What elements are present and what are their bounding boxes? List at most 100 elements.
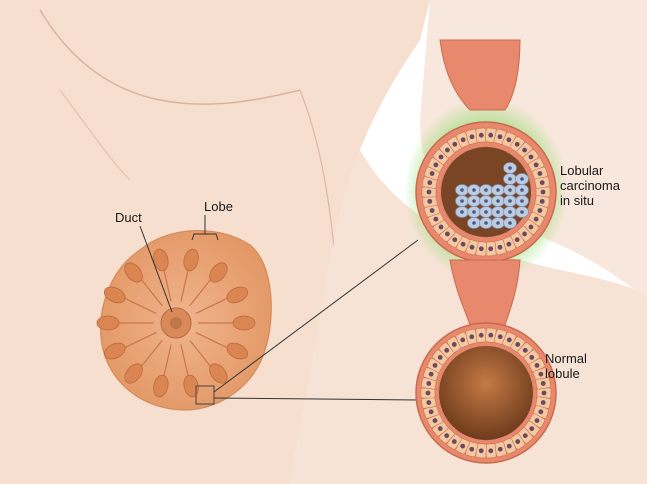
cell-nucleus	[529, 354, 535, 360]
lobes-group	[96, 248, 256, 398]
duct-branch	[139, 277, 163, 307]
cell-nucleus	[514, 141, 520, 147]
label-lcis-line2: carcinoma	[560, 178, 620, 193]
cell-nucleus	[488, 246, 494, 252]
tumor-nucleus	[460, 210, 464, 214]
cell-nucleus	[533, 162, 539, 168]
cell-nucleus	[506, 337, 512, 343]
cell-nucleus	[540, 400, 546, 405]
tumor-nucleus	[460, 188, 464, 192]
tumor-nucleus	[508, 188, 512, 192]
tumor-nucleus	[496, 199, 500, 203]
cell-nucleus	[497, 334, 503, 340]
cell-nucleus	[444, 347, 450, 353]
cell-nucleus	[437, 426, 443, 432]
duct-branch	[162, 266, 172, 302]
tumor-nucleus	[484, 221, 488, 225]
label-lobe: Lobe	[204, 199, 233, 214]
normal-cell-ring	[420, 327, 552, 459]
cell-nucleus	[540, 189, 546, 195]
cell-nucleus	[533, 216, 539, 222]
zoom-leader-bottom	[213, 397, 419, 401]
cell-nucleus	[522, 433, 528, 439]
duct-leader	[139, 225, 173, 313]
tumor-nucleus	[472, 199, 476, 203]
cell-nucleus	[522, 231, 528, 237]
cell-nucleus	[452, 141, 458, 147]
tumor-nucleus	[484, 210, 488, 214]
tumor-nucleus	[496, 221, 500, 225]
duct-branch	[195, 332, 229, 349]
cell-nucleus	[429, 171, 435, 176]
duct-branch	[123, 332, 157, 349]
cell-nucleus	[433, 162, 439, 168]
cell-nucleus	[460, 337, 466, 343]
cell-nucleus	[432, 418, 438, 424]
duct-branch	[180, 266, 190, 302]
lobe-cluster	[153, 374, 169, 398]
tumor-nucleus	[472, 210, 476, 214]
cell-nucleus	[452, 237, 458, 243]
cell-nucleus	[497, 244, 503, 250]
label-lcis-line3: in situ	[560, 193, 594, 208]
lobe-cluster	[232, 315, 256, 331]
chest-crease	[59, 89, 131, 181]
cell-nucleus	[522, 347, 528, 353]
tumor-nucleus	[460, 199, 464, 203]
tumor-nucleus	[508, 177, 512, 181]
duct-branch	[180, 344, 190, 380]
tumor-nucleus	[496, 188, 500, 192]
cell-nucleus	[539, 180, 545, 186]
lobe-cluster	[183, 374, 199, 398]
cell-nucleus	[451, 342, 457, 347]
lcis-duct-stem	[439, 39, 521, 111]
cell-nucleus	[534, 362, 540, 368]
tumor-nucleus	[472, 221, 476, 225]
lobe-cluster	[153, 248, 169, 272]
cell-nucleus	[444, 433, 450, 439]
cell-nucleus	[427, 198, 433, 204]
tumor-nucleus	[508, 210, 512, 214]
lobe-cluster	[124, 363, 143, 384]
lobe-cluster	[226, 342, 249, 360]
lobe-cluster	[209, 363, 228, 384]
zoom-leader-top	[213, 239, 419, 393]
tumor-nucleus	[520, 210, 524, 214]
cell-nucleus	[541, 390, 547, 396]
duct-branch	[162, 344, 172, 380]
cell-nucleus	[488, 448, 494, 454]
cell-nucleus	[432, 362, 438, 368]
lobe-cluster	[124, 262, 143, 283]
tumor-nucleus	[520, 177, 524, 181]
cell-nucleus	[469, 446, 475, 452]
zoom-box	[195, 385, 215, 405]
tumor-nucleus	[484, 188, 488, 192]
tumor-nucleus	[508, 166, 512, 170]
cell-nucleus	[522, 147, 528, 153]
cell-nucleus	[429, 208, 435, 213]
lobe-cluster	[209, 262, 228, 283]
cell-nucleus	[428, 409, 434, 415]
tumor-nucleus	[520, 188, 524, 192]
tumor-nucleus	[496, 210, 500, 214]
cell-nucleus	[478, 332, 484, 338]
lcis-tumor-cells	[455, 162, 529, 229]
cell-nucleus	[469, 334, 475, 340]
cell-nucleus	[540, 381, 546, 386]
cell-nucleus	[538, 409, 544, 415]
lcis-lobule	[404, 39, 568, 282]
lobe-cluster	[103, 342, 126, 360]
cell-nucleus	[426, 400, 432, 405]
cell-nucleus	[438, 224, 444, 230]
cell-nucleus	[497, 134, 503, 140]
cell-nucleus	[444, 231, 450, 237]
armpit-crease	[299, 89, 336, 261]
lobe-cluster	[96, 315, 120, 331]
cell-nucleus	[529, 426, 535, 432]
cell-nucleus	[515, 439, 521, 444]
cell-nucleus	[426, 189, 432, 195]
tumor-nucleus	[508, 221, 512, 225]
cell-nucleus	[539, 198, 545, 204]
tumor-nucleus	[484, 199, 488, 203]
